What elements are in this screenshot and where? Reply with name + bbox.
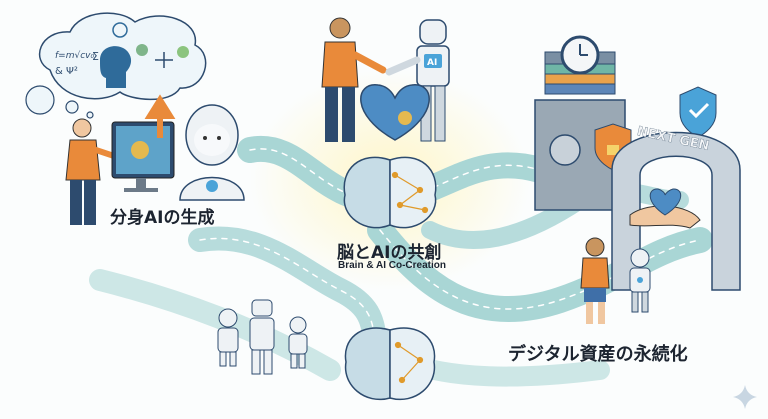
gear-icon — [398, 111, 412, 125]
heart-icon — [360, 84, 430, 141]
hand-icon — [629, 205, 701, 229]
child-with-robot — [580, 237, 651, 324]
vault-dial-icon — [549, 134, 581, 166]
avatar-generation-label: 分身AIの生成 — [110, 208, 215, 228]
sigma-text: Σ — [92, 50, 99, 63]
gear-icon — [131, 141, 149, 159]
person-orange-shirt — [65, 118, 117, 225]
co-creation-subtitle: Brain & AI Co-Creation — [338, 260, 446, 271]
gear-icon — [136, 44, 148, 56]
lightbulb-icon — [177, 46, 189, 58]
heart-icon — [649, 188, 682, 216]
brain-ai-bottom — [344, 327, 436, 401]
scales-icon — [155, 52, 173, 68]
digital-asset-label: デジタル資産の永続化 — [508, 344, 688, 365]
next-gen-arch: NEXT GEN — [611, 124, 741, 291]
head-silhouette-icon — [100, 46, 132, 88]
monitor — [111, 121, 175, 192]
robot-group — [217, 299, 308, 375]
data-vault — [534, 35, 632, 211]
co-creation-label: 脳とAIの共創 — [337, 243, 442, 263]
formula-text: f=m√cv₀ — [55, 50, 94, 61]
brain-ai-center — [343, 156, 437, 229]
arrow-up-icon — [144, 94, 176, 138]
robot-bust — [179, 104, 245, 201]
atom-icon — [112, 22, 128, 38]
psi-text: & Ψ² — [55, 66, 78, 77]
small-bubble — [25, 85, 55, 115]
thought-bubble: f=m√cv₀ & Ψ² Σ — [25, 12, 207, 119]
robot-chest-ai-text: AI — [427, 58, 437, 68]
sparkle-icon — [733, 385, 757, 409]
human-robot-handshake: AI — [321, 17, 450, 142]
